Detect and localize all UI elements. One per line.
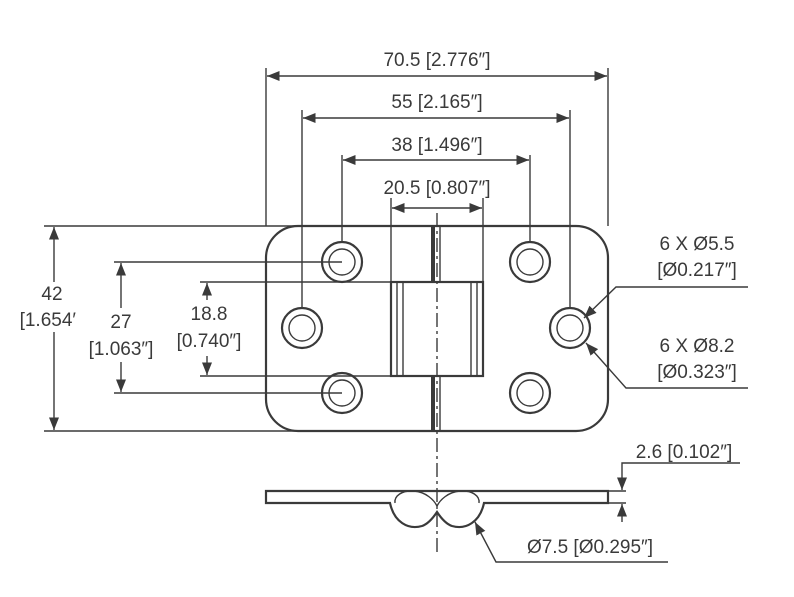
- dim-hole-span-inner: 38 [1.496″]: [341, 135, 531, 242]
- mounting-hole: [508, 371, 552, 415]
- hinge-side-profile: [264, 489, 610, 529]
- dim-hole-vertical-in: [1.063″]: [89, 339, 154, 360]
- dim-thickness-label: 2.6 [0.102″]: [636, 442, 733, 463]
- mounting-hole: [548, 306, 592, 350]
- callout-pin-diameter: Ø7.5 [Ø0.295″]: [474, 521, 668, 563]
- dim-knuckle-height: 18.8 [0.740″]: [166, 281, 391, 377]
- dim-thickness: 2.6 [0.102″]: [608, 442, 740, 522]
- callout-pin-diameter-label: Ø7.5 [Ø0.295″]: [527, 537, 653, 558]
- callout-large-holes: 6 X Ø8.2 [Ø0.323″]: [585, 336, 748, 389]
- callout-small-holes: 6 X Ø5.5 [Ø0.217″]: [583, 234, 748, 319]
- callout-large-holes-in: [Ø0.323″]: [657, 362, 737, 383]
- dim-hole-span-inner-label: 38 [1.496″]: [391, 135, 482, 156]
- dim-height-mm: 42: [41, 284, 62, 305]
- dim-knuckle-width-label: 20.5 [0.807″]: [383, 178, 490, 199]
- dim-overall-width: 70.5 [2.776″]: [265, 50, 609, 226]
- dim-knuckle-height-in: [0.740″]: [177, 331, 242, 352]
- dim-height: 42 [1.654″]: [6, 225, 300, 432]
- mounting-hole: [508, 240, 552, 284]
- dim-knuckle-width: 20.5 [0.807″]: [383, 178, 491, 282]
- dim-knuckle-height-mm: 18.8: [191, 304, 228, 325]
- dim-hole-vertical: 27 [1.063″]: [76, 261, 342, 394]
- dim-hole-span-outer: 55 [2.165″]: [301, 92, 571, 308]
- dim-hole-vertical-mm: 27: [110, 312, 131, 333]
- dim-height-in: [1.654″]: [20, 310, 85, 331]
- dim-hole-span-outer-label: 55 [2.165″]: [391, 92, 482, 113]
- callout-large-holes-count: 6 X Ø8.2: [660, 336, 735, 357]
- callout-small-holes-in: [Ø0.217″]: [657, 260, 737, 281]
- mounting-hole: [280, 306, 324, 350]
- dim-overall-width-label: 70.5 [2.776″]: [383, 50, 490, 71]
- callout-small-holes-count: 6 X Ø5.5: [660, 234, 735, 255]
